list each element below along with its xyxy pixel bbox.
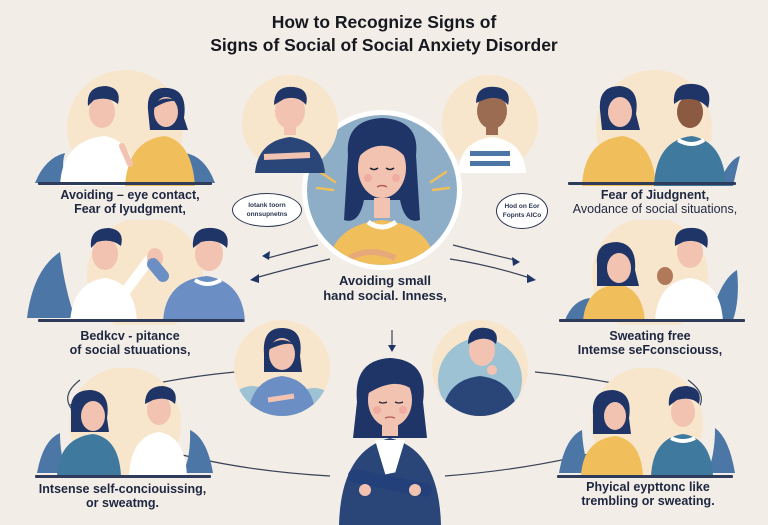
panel-divider: [38, 319, 244, 322]
caption-top-right: Fear of Jiudgnent, Avodance of social si…: [560, 188, 750, 216]
caption-top-right-line2: Avodance of social situations,: [572, 202, 738, 216]
caption-top-left: Avoiding – eye contact, Fear of Iyudgmen…: [20, 188, 240, 216]
worried-woman-illustration: [234, 320, 330, 416]
upper-left-small-circle: [240, 73, 340, 173]
upper-right-small-circle: [440, 73, 540, 173]
caption-bottom-left-line2: or sweatmg.: [86, 496, 159, 510]
caption-mid-left-line1: Bedkcv - pitance: [80, 329, 180, 343]
panel-divider: [568, 182, 736, 185]
panel-mid-right: [555, 220, 755, 325]
couple-seated-illustration: [37, 368, 213, 478]
panel-top-left: [30, 68, 220, 188]
high-five-illustration: [27, 220, 245, 325]
speech-bubble-left: Iotank toorn onnsupnetns: [232, 193, 302, 227]
lower-right-small-circle: [430, 318, 530, 418]
panel-bottom-left: [35, 368, 215, 478]
couple-sitting-illustration: [559, 368, 735, 478]
crossed-arms-woman-illustration: [339, 358, 441, 525]
speech-bubble-left-line2: onnsupnetns: [246, 211, 288, 218]
caption-top-right-line1: Fear of Jiudgnent,: [600, 188, 710, 202]
center-caption-line1: Avoiding small: [339, 273, 431, 288]
anxious-woman-illustration: [302, 110, 462, 270]
thinking-man-illustration: [432, 320, 528, 416]
caption-mid-right-line1: Sweating free: [609, 329, 691, 343]
caption-bottom-right-line1: Phyical eypttonc like: [586, 480, 710, 494]
caption-mid-left: Bedkcv - pitance of social stuuations,: [25, 329, 235, 357]
caption-mid-right-line2: Intemse seFconsciouss,: [577, 343, 723, 357]
panel-divider: [559, 319, 745, 322]
caption-bottom-right: Phyical eypttonc like trembling or sweat…: [548, 480, 748, 508]
speech-bubble-right-line1: Hod on Eor: [504, 203, 540, 210]
center-caption-line2: hand social. Inness,: [323, 288, 447, 303]
caption-bottom-left-line1: Intsense self-conciouissing,: [38, 482, 207, 496]
center-figure-panel: [300, 110, 465, 270]
panel-divider: [38, 182, 212, 185]
panel-divider: [35, 475, 211, 478]
caption-mid-left-line2: of social stuuations,: [69, 343, 191, 357]
bottom-center-figure: [335, 350, 445, 525]
speech-bubble-left-line1: Iotank toorn: [248, 202, 286, 209]
panel-mid-left: [25, 220, 250, 325]
speech-bubble-right: Hod on Eor Fopnts AICo: [496, 193, 548, 229]
infographic-title-line2: Signs of Social of Social Anxiety Disord…: [210, 35, 558, 55]
crossed-arms-man-illustration: [242, 75, 338, 173]
infographic-title-line1: How to Recognize Signs of: [271, 12, 497, 32]
center-caption: Avoiding small hand social. Inness,: [300, 273, 470, 303]
handshake-illustration: [565, 220, 738, 325]
caption-mid-right: Sweating free Intemse seFconsciouss,: [545, 329, 755, 357]
panel-top-right: [568, 68, 740, 188]
couple-conversation-illustration: [582, 70, 740, 186]
panel-bottom-right: [557, 368, 737, 478]
speech-bubble-right-line2: Fopnts AICo: [502, 212, 542, 219]
caption-top-left-line1: Avoiding – eye contact,: [60, 188, 200, 202]
lower-left-small-circle: [232, 318, 332, 418]
panel-divider: [557, 475, 733, 478]
caption-top-left-line2: Fear of Iyudgment,: [74, 202, 186, 216]
couple-talking-illustration: [35, 70, 215, 186]
stress-lines-icon: [315, 170, 451, 192]
caption-bottom-left: Intsense self-conciouissing, or sweatmg.: [20, 482, 225, 510]
caption-bottom-right-line2: trembling or sweating.: [581, 494, 715, 508]
striped-shirt-man-illustration: [442, 75, 538, 173]
